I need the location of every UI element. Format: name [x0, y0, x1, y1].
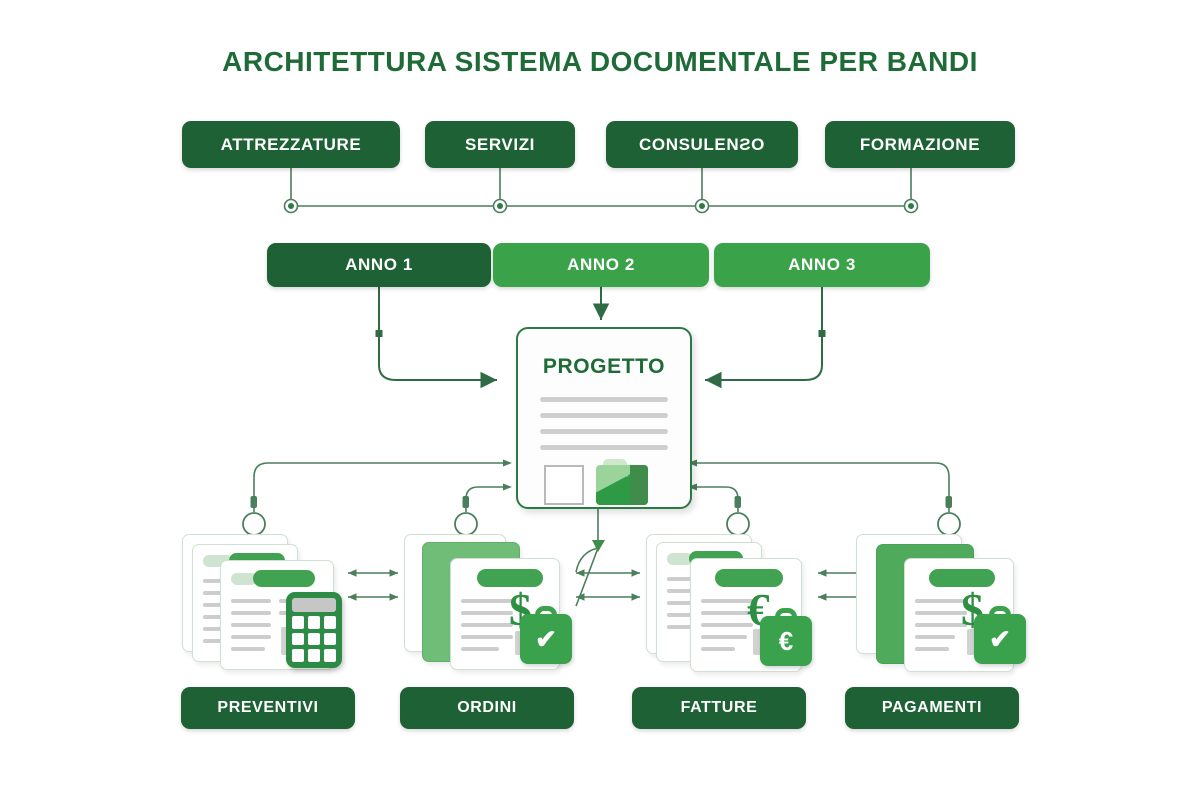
sheet-highlight: [231, 573, 257, 585]
document-group-fatture[interactable]: € €: [642, 528, 812, 672]
sheet-text-line: [915, 611, 967, 615]
sheet-text-line: [231, 623, 271, 627]
page-title: ARCHITETTURA SISTEMA DOCUMENTALE PER BAN…: [222, 46, 978, 77]
approved-badge-icon: ✔: [974, 605, 1026, 664]
document-pill-pagamenti[interactable]: PAGAMENTI: [845, 687, 1019, 729]
folder-icon: [596, 459, 648, 505]
category-label: FORMAZIONE: [859, 134, 981, 154]
calculator-screen-icon: [292, 598, 336, 612]
sheet-text-line: [231, 635, 271, 639]
payment-badge-icon: €: [760, 607, 812, 666]
approved-badge-icon: ✔: [520, 605, 572, 664]
document-pill-preventivi[interactable]: PREVENTIVI: [181, 687, 355, 729]
calculator-keys-icon: [292, 616, 336, 662]
document-group-pagamenti[interactable]: $ ✔: [852, 528, 1026, 672]
document-label: PAGAMENTI: [881, 699, 983, 716]
sheet-text-line: [701, 599, 753, 603]
sheet-text-line: [701, 611, 753, 615]
progetto-text-line: [540, 429, 668, 434]
progetto-title: PROGETTO: [542, 355, 666, 378]
document-label: ORDINI: [457, 699, 517, 716]
year-label: ANNO 1: [345, 255, 413, 274]
year-label: ANNO 2: [567, 255, 635, 274]
sheet-text-line: [701, 635, 747, 639]
sheet-text-line: [231, 647, 265, 651]
category-label: SERVIZI: [464, 134, 536, 154]
sheet-text-line: [915, 635, 955, 639]
progetto-card[interactable]: PROGETTO: [516, 327, 692, 509]
category-label: ATTREZZATURE: [220, 134, 362, 154]
calculator-icon: [286, 592, 342, 668]
sheet-text-line: [461, 647, 499, 651]
year-pill-anno-3[interactable]: ANNO 3: [714, 243, 930, 287]
sheet-highlight: [929, 569, 995, 587]
badge-handle-icon: [988, 605, 1012, 618]
sheet-text-line: [701, 647, 735, 651]
badge-glyph-icon: €: [778, 625, 794, 656]
sheet-text-line: [461, 623, 513, 627]
sheet-text-line: [915, 647, 949, 651]
category-pill-formazione[interactable]: FORMAZIONE: [825, 121, 1015, 168]
badge-glyph-icon: ✔: [989, 623, 1011, 654]
document-group-preventivi[interactable]: [178, 528, 348, 670]
category-label: CONSULENƧO: [639, 134, 765, 154]
progetto-text-line: [540, 445, 668, 450]
year-pill-anno-2[interactable]: ANNO 2: [493, 243, 709, 287]
progetto-checkbox[interactable]: [544, 465, 584, 505]
sheet-highlight: [715, 569, 783, 587]
progetto-text-line: [540, 413, 668, 418]
folder-tab-icon: [603, 459, 628, 467]
sheet-text-line: [461, 599, 513, 603]
document-pill-ordini[interactable]: ORDINI: [400, 687, 574, 729]
year-label: ANNO 3: [788, 255, 856, 274]
sheet-text-line: [701, 623, 753, 627]
year-pill-anno-1[interactable]: ANNO 1: [267, 243, 491, 287]
document-label: PREVENTIVI: [217, 699, 319, 716]
document-label: FATTURE: [680, 699, 758, 716]
sheet-text-line: [461, 635, 513, 639]
document-pill-fatture[interactable]: FATTURE: [632, 687, 806, 729]
sheet-text-line: [231, 611, 271, 615]
sheet-text-line: [231, 599, 271, 603]
category-pill-consulenza[interactable]: CONSULENƧO: [606, 121, 798, 168]
progetto-text-line: [540, 397, 668, 402]
sheet-highlight: [253, 570, 315, 587]
badge-glyph-icon: ✔: [535, 623, 557, 654]
category-pill-servizi[interactable]: SERVIZI: [425, 121, 575, 168]
badge-handle-icon: [534, 605, 558, 618]
folder-body-icon: [596, 464, 648, 505]
badge-handle-icon: [774, 607, 798, 620]
sheet-highlight: [477, 569, 543, 587]
sheet-highlight: [667, 553, 693, 565]
category-pill-attrezzature[interactable]: ATTREZZATURE: [182, 121, 400, 168]
sheet-text-line: [915, 623, 967, 627]
document-group-ordini[interactable]: $ ✔: [400, 528, 572, 670]
sheet-text-line: [461, 611, 513, 615]
sheet-text-line: [915, 599, 967, 603]
